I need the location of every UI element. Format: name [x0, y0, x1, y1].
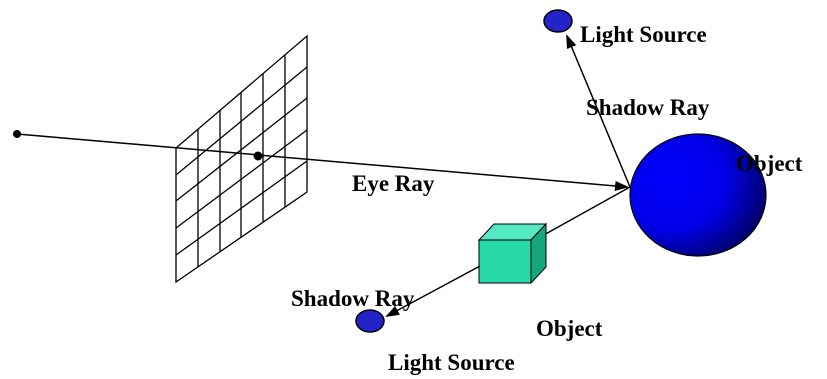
- eye-ray-line: [16, 133, 629, 191]
- eye-ray-label: Eye Ray: [352, 171, 435, 196]
- grid-vertical-lines: [197, 55, 286, 267]
- sphere-object-label: Object: [736, 151, 803, 176]
- shadow-ray-top-label: Shadow Ray: [586, 95, 710, 120]
- light-source-bottom-label: Light Source: [388, 350, 515, 375]
- grid-horizontal-lines: [175, 66, 308, 256]
- light-source-top-label: Light Source: [580, 22, 707, 47]
- light-source-top: [543, 9, 573, 33]
- light-source-bottom: [355, 309, 385, 333]
- shadow-ray-top-line: [566, 34, 631, 188]
- shadow-ray-bottom-line: [385, 265, 481, 317]
- sphere-object: [629, 133, 767, 257]
- image-plane-grid: [175, 34, 308, 284]
- pixel-point: [253, 151, 263, 161]
- cube-object-label: Object: [536, 316, 603, 341]
- shadow-ray-to-cube-line: [541, 186, 631, 237]
- cube-front-face: [478, 239, 532, 284]
- eye-ray: [13, 130, 629, 191]
- shadow-ray-bottom-label: Shadow Ray: [291, 286, 415, 311]
- cube-object: [477, 222, 548, 285]
